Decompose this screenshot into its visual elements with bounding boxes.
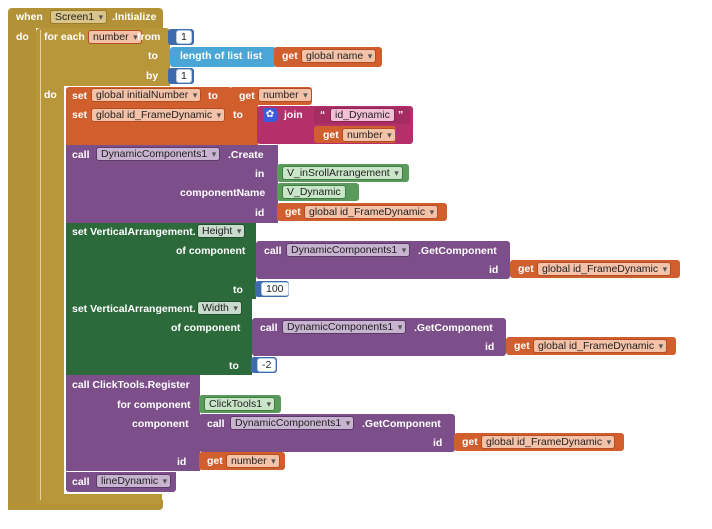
for-each-highlight	[40, 30, 41, 500]
number-dropdown[interactable]: number	[226, 454, 280, 468]
call-label: call	[264, 245, 282, 257]
get-label: get	[518, 263, 534, 275]
of-component-label: of component	[176, 245, 246, 257]
global-id-frame-dropdown[interactable]: global id_FrameDynamic	[91, 108, 226, 122]
set-label: set	[72, 109, 88, 121]
from-number-value[interactable]: 1	[176, 30, 192, 44]
of-component-label: of component	[171, 322, 241, 334]
clicktools-register-socket-area	[190, 393, 200, 471]
number-dropdown[interactable]: number	[342, 128, 396, 142]
clicktools-register-block[interactable]	[66, 375, 200, 471]
number-dropdown[interactable]: number	[258, 88, 312, 102]
dynamic-components-dropdown[interactable]: DynamicComponents1	[230, 416, 355, 430]
global-initial-number-dropdown[interactable]: global initialNumber	[91, 88, 202, 102]
initialize-label: .Initialize	[112, 11, 157, 23]
event-do-label: do	[16, 31, 29, 43]
dynamic-components-dropdown[interactable]: DynamicComponents1	[282, 320, 407, 334]
by-label: by	[146, 70, 159, 82]
close-quote-icon: ”	[398, 109, 404, 121]
to-label: to	[233, 284, 243, 296]
gear-icon[interactable]: ✿	[263, 108, 277, 122]
to-label: to	[229, 360, 239, 372]
global-id-frame-dropdown[interactable]: global id_FrameDynamic	[537, 262, 672, 276]
id-label: id	[433, 437, 443, 449]
global-id-frame-dropdown[interactable]: global id_FrameDynamic	[533, 339, 668, 353]
call-clicktools-register-label: call ClickTools.Register	[72, 379, 190, 391]
screen1-dropdown[interactable]: Screen1	[50, 10, 108, 24]
get-label: get	[462, 436, 478, 448]
call-label: call	[260, 322, 278, 334]
call-label: call	[72, 476, 90, 488]
for-each-bottom	[36, 494, 162, 504]
get-component-method-label: .GetComponent	[362, 418, 441, 430]
v-dynamic-value[interactable]: V_Dynamic	[282, 185, 346, 199]
call-label: call	[72, 149, 90, 161]
component-name-label: componentName	[180, 187, 266, 199]
height-property-dropdown[interactable]: Height	[197, 224, 246, 238]
width-property-dropdown[interactable]: Width	[197, 301, 242, 315]
clicktools1-dropdown[interactable]: ClickTools1	[204, 397, 276, 411]
from-label: from	[137, 31, 161, 43]
by-number-value[interactable]: 1	[176, 69, 192, 83]
get-label: get	[285, 206, 301, 218]
id-label: id	[255, 207, 265, 219]
width-number-value[interactable]: -2	[257, 358, 277, 372]
to-label: to	[148, 50, 158, 62]
join-label: join	[284, 109, 303, 121]
event-block-body-bar	[8, 26, 36, 510]
event-block-bottom	[8, 500, 163, 510]
length-list-socket-label: list	[247, 50, 263, 62]
get-label: get	[239, 90, 255, 102]
dynamic-components-dropdown[interactable]: DynamicComponents1	[96, 147, 221, 161]
dynamic-components-dropdown[interactable]: DynamicComponents1	[286, 243, 411, 257]
id-label: id	[489, 264, 499, 276]
get-label: get	[282, 50, 298, 62]
get-label: get	[207, 455, 223, 467]
get-label: get	[323, 129, 339, 141]
line-dynamic-dropdown[interactable]: lineDynamic	[96, 474, 172, 488]
length-of-list-label: length of list	[180, 50, 243, 62]
set-vertical-arrangement-label: set VerticalArrangement.	[72, 303, 196, 315]
loop-do-label: do	[44, 89, 57, 101]
v-in-sroll-arrangement-dropdown[interactable]: V_inSrollArrangement	[282, 166, 403, 180]
global-name-dropdown[interactable]: global name	[301, 49, 377, 63]
create-method-label: .Create	[228, 149, 264, 161]
open-quote-icon: “	[320, 109, 326, 121]
text-id-dynamic-value[interactable]: id_Dynamic	[330, 108, 395, 122]
for-each-label: for each	[44, 31, 85, 43]
get-component-method-label: .GetComponent	[414, 322, 493, 334]
component-label: component	[132, 418, 189, 430]
set-vertical-arrangement-label: set VerticalArrangement.	[72, 226, 196, 238]
set-to-label: to	[233, 109, 243, 121]
for-component-label: for component	[117, 399, 191, 411]
id-label: id	[177, 456, 187, 468]
global-id-frame-dropdown[interactable]: global id_FrameDynamic	[304, 205, 439, 219]
length-of-list-block[interactable]	[170, 47, 276, 67]
get-component-method-label: .GetComponent	[418, 245, 497, 257]
when-label: when	[16, 11, 43, 23]
set-to-label: to	[208, 90, 218, 102]
call-label: call	[207, 418, 225, 430]
height-number-value[interactable]: 100	[261, 282, 289, 296]
get-label: get	[514, 340, 530, 352]
global-id-frame-dropdown[interactable]: global id_FrameDynamic	[481, 435, 616, 449]
in-label: in	[255, 168, 265, 180]
loop-variable-number[interactable]: number	[88, 30, 142, 44]
set-label: set	[72, 90, 88, 102]
id-label: id	[485, 341, 495, 353]
